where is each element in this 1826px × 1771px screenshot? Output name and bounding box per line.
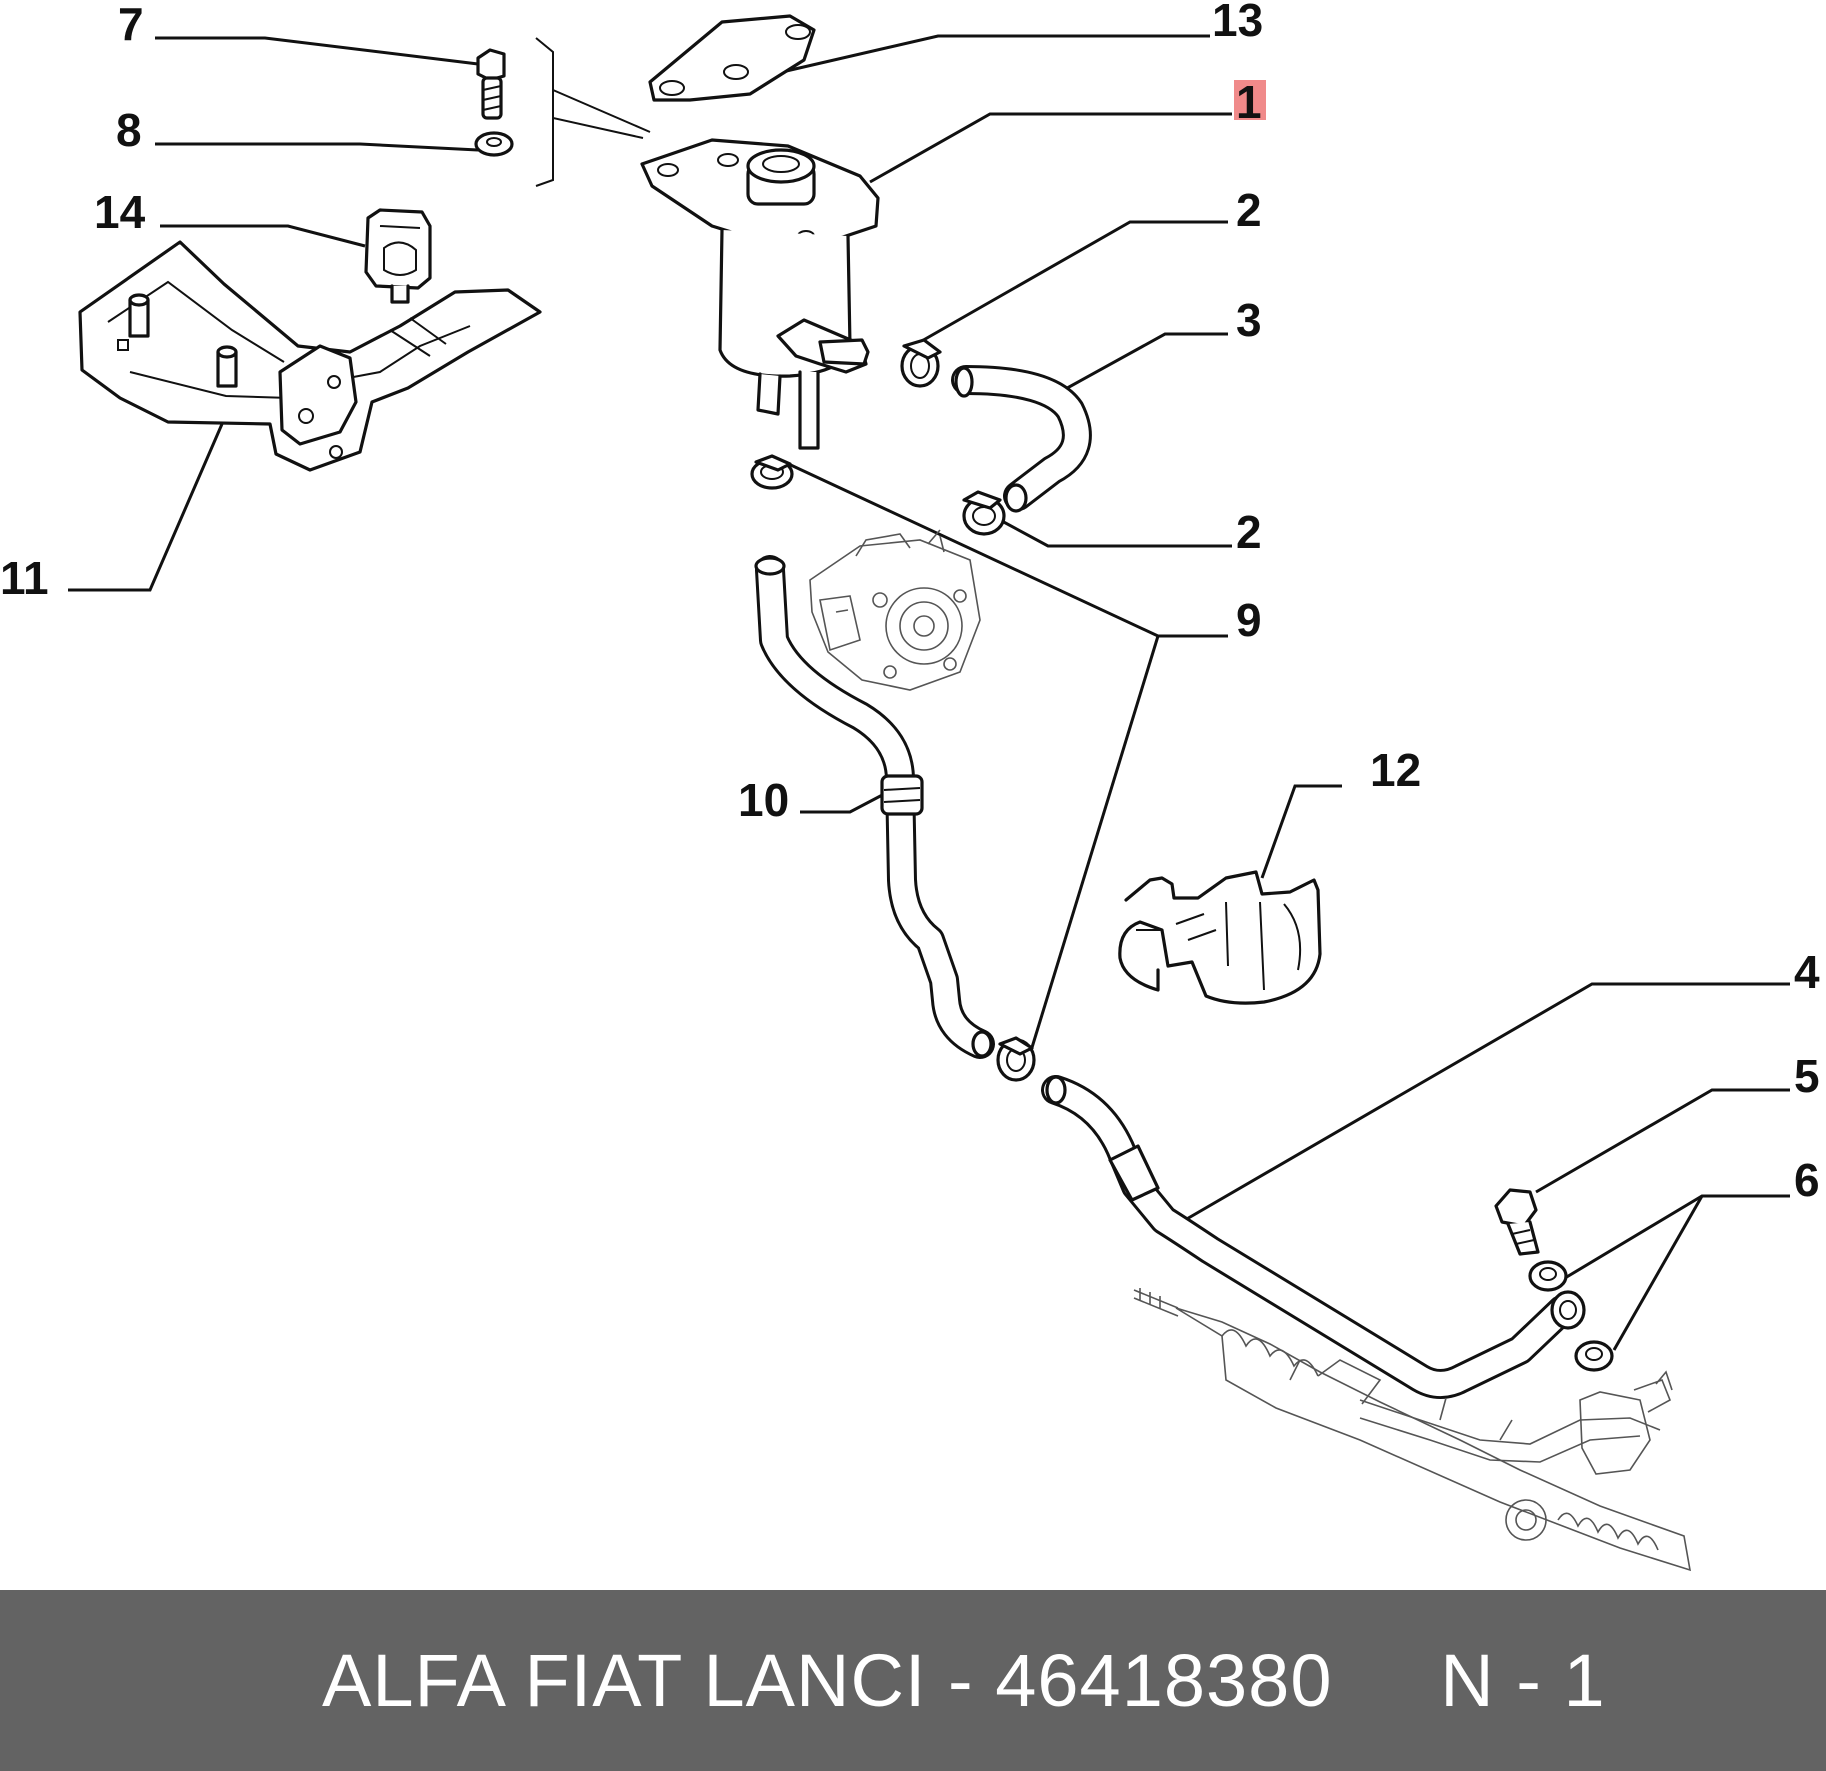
part-6-washer-upper [1528, 1260, 1568, 1292]
callout-2-lower: 2 [1236, 506, 1262, 558]
callout-6: 6 [1794, 1154, 1820, 1206]
leader-10 [800, 790, 889, 814]
callout-4: 4 [1794, 946, 1820, 998]
leader-7 [155, 36, 479, 66]
part-13-plate [648, 14, 816, 102]
callout-12: 12 [1370, 744, 1421, 796]
bracket-7-8 [535, 37, 644, 187]
part-5-bolt [1494, 1188, 1540, 1256]
callout-3: 3 [1236, 294, 1262, 346]
callout-labels: 7 8 14 11 13 1 2 3 2 9 10 12 4 5 6 [0, 0, 1820, 1206]
part-9-clamp-lower [996, 1036, 1036, 1082]
callout-5: 5 [1794, 1050, 1820, 1102]
leader-8 [155, 142, 479, 152]
part-10-hose [754, 555, 995, 1059]
part-9-clamp-upper [750, 454, 794, 490]
part-2-clamp-upper [900, 338, 942, 388]
bracket-7-8-arm [552, 89, 651, 133]
leader-6b [1612, 1195, 1704, 1351]
part-12-clip [1118, 870, 1322, 1005]
part-number-text: ALFA FIAT LANCI - 46418380 N - 1 [322, 1639, 1606, 1722]
callout-13: 13 [1212, 0, 1263, 46]
steering-rack [1133, 1288, 1692, 1572]
part-2-clamp-lower [962, 490, 1006, 536]
part-11-bracket [78, 240, 542, 472]
callout-1-highlight [1234, 80, 1266, 120]
leader-13 [781, 34, 1210, 74]
callout-8: 8 [116, 104, 142, 156]
leader-12 [1260, 784, 1342, 879]
part-14-clip [364, 208, 432, 304]
leader-lines [68, 34, 1790, 1351]
leader-14 [160, 224, 366, 248]
leader-2a [919, 220, 1228, 344]
leader-4 [1184, 982, 1790, 1222]
part-8-washer [474, 131, 514, 157]
part-number-banner: ALFA FIAT LANCI - 46418380 N - 1 [0, 1590, 1826, 1771]
exploded-parts-diagram: 7 8 14 11 13 1 2 3 2 9 10 12 4 5 6 [0, 0, 1820, 1572]
leader-1 [869, 112, 1232, 184]
callout-7: 7 [118, 0, 144, 50]
callout-1: 1 [1236, 76, 1262, 128]
leader-9b [1028, 635, 1160, 1055]
part-7-bolt [476, 48, 506, 120]
callout-9: 9 [1236, 594, 1262, 646]
part-4-pipe [1041, 1075, 1586, 1399]
part-1-reservoir [640, 138, 880, 450]
callout-10: 10 [738, 774, 789, 826]
leader-11 [68, 423, 224, 592]
leader-2b [999, 518, 1232, 548]
callout-11: 11 [0, 552, 49, 604]
callout-14: 14 [94, 186, 146, 238]
part-6-washer-lower [1574, 1340, 1614, 1372]
power-steering-pump [809, 529, 981, 691]
callout-2-upper: 2 [1236, 184, 1262, 236]
leader-5 [1535, 1088, 1790, 1194]
part-3-hose [951, 365, 1092, 513]
leader-3 [1059, 332, 1228, 394]
